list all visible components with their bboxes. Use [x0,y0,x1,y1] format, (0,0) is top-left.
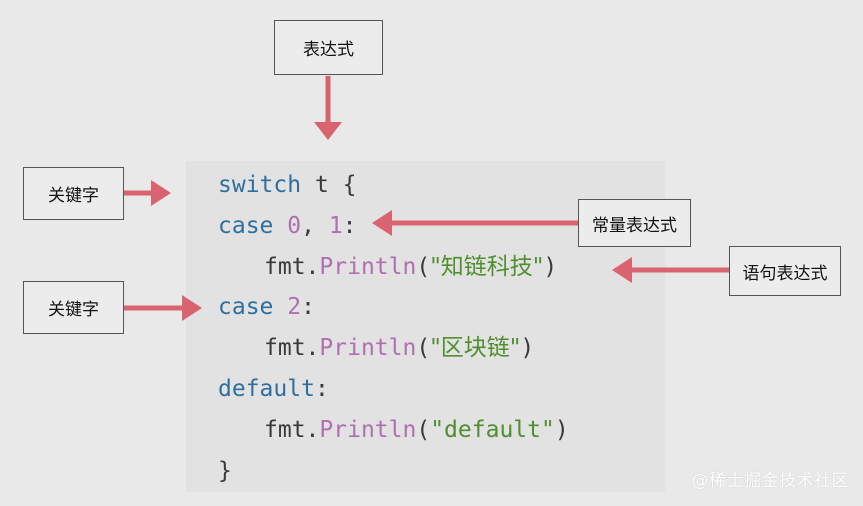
arrow-statement-expression [612,257,729,283]
case-value-1: 1 [328,213,343,239]
label-keyword-top: 关键字 [23,167,124,220]
label-expression: 表达式 [274,20,383,75]
code-line-default: default: [218,376,329,402]
arrow-keyword-bottom [124,295,202,321]
code-line-case-2: case 2: [218,294,315,320]
arrow-constant-expression [372,210,578,236]
code-line-close-brace: } [218,458,232,484]
watermark: @稀土掘金技术社区 [691,471,849,491]
keyword-case: case [218,294,274,320]
function-println: Println [319,254,417,280]
string-literal: "default" [430,417,555,443]
label-constant-expression: 常量表达式 [578,199,691,247]
arrow-expression [314,76,342,140]
switch-expression: t { [301,172,357,198]
code-line-println-3: fmt.Println("default") [264,417,569,443]
code-line-switch: switch t { [218,170,356,200]
code-line-println-1: fmt.Println("知链科技") [264,254,558,280]
function-println: Println [319,417,417,443]
keyword-case: case [218,213,274,239]
keyword-switch: switch [218,172,302,198]
function-println: Println [319,335,417,361]
case-value-2: 2 [287,294,302,320]
keyword-default: default [218,376,315,402]
string-literal: "知链科技" [430,254,544,280]
label-statement-expression: 语句表达式 [729,246,841,296]
string-literal: "区块链" [430,335,521,361]
case-value-0: 0 [287,213,302,239]
code-line-println-2: fmt.Println("区块链") [264,335,535,361]
arrow-keyword-top [124,180,171,206]
label-keyword-bottom: 关键字 [23,281,124,334]
code-line-case-0-1: case 0, 1: [218,213,357,239]
